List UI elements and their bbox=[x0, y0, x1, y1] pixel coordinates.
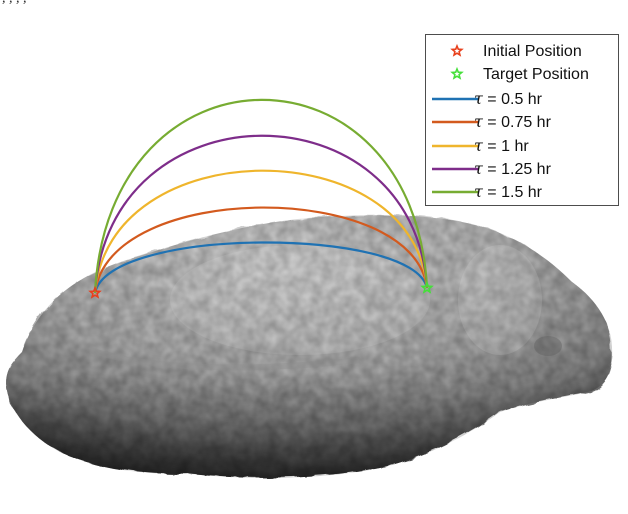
trajectory-arc-0_75 bbox=[93, 206, 429, 294]
right-lobe-highlight bbox=[458, 245, 542, 355]
legend-entry-1: Target Position bbox=[426, 64, 618, 86]
legend-line-icon bbox=[432, 120, 478, 124]
legend-line-icon bbox=[432, 97, 478, 101]
legend-label-text: = 1.5 hr bbox=[482, 184, 543, 202]
tau-symbol: τ bbox=[474, 88, 483, 108]
trajectory-arc-0_5 bbox=[93, 241, 429, 294]
crater bbox=[534, 336, 562, 356]
legend-label: τ = 1 hr bbox=[474, 135, 529, 156]
cropped-caption-fragment: , , , , bbox=[2, 0, 27, 7]
legend-line-icon bbox=[432, 144, 478, 147]
target-position-marker bbox=[420, 280, 434, 294]
tau-symbol: τ bbox=[474, 182, 483, 202]
legend-entry-0: Initial Position bbox=[426, 41, 618, 63]
legend-label-text: Target Position bbox=[483, 66, 589, 84]
legend-entry-5: τ = 1.25 hr bbox=[426, 158, 618, 180]
legend-label: τ = 0.75 hr bbox=[474, 113, 551, 132]
legend-label-text: Initial Position bbox=[483, 43, 582, 60]
legend-label: τ = 1.5 hr bbox=[474, 183, 542, 202]
asteroid-body bbox=[6, 215, 613, 478]
legend-label: Target Position bbox=[483, 66, 589, 84]
trajectory-arc-1_25 bbox=[93, 134, 429, 294]
legend-label-text: = 1.25 hr bbox=[482, 161, 551, 178]
legend-entry-4: τ = 1 hr bbox=[426, 135, 618, 157]
legend-label-text: = 0.5 hr bbox=[482, 90, 543, 108]
legend-entry-6: τ = 1.5 hr bbox=[426, 181, 618, 203]
legend-star-mark bbox=[450, 67, 464, 81]
legend-star-icon bbox=[450, 43, 464, 57]
trajectory-arcs bbox=[93, 98, 429, 294]
legend-label-text: = 0.75 hr bbox=[482, 114, 551, 132]
trajectory-arc-1 bbox=[93, 169, 429, 294]
legend-label: τ = 1.25 hr bbox=[474, 160, 551, 179]
legend-line-icon bbox=[432, 191, 478, 194]
ridge bbox=[89, 347, 361, 371]
legend-entry-3: τ = 0.75 hr bbox=[426, 111, 618, 133]
position-markers bbox=[88, 280, 434, 299]
legend-label: τ = 0.5 hr bbox=[474, 88, 543, 109]
tau-symbol: τ bbox=[474, 135, 483, 155]
tau-symbol: τ bbox=[474, 112, 483, 132]
legend-label: Initial Position bbox=[483, 43, 582, 61]
legend-label-text: = 1 hr bbox=[482, 137, 529, 155]
legend-star-icon bbox=[450, 67, 464, 81]
legend-entry-2: τ = 0.5 hr bbox=[426, 88, 618, 110]
tau-symbol: τ bbox=[474, 159, 483, 178]
trajectory-arc-1_5 bbox=[93, 98, 429, 294]
legend-star-mark bbox=[450, 43, 464, 57]
initial-position-marker bbox=[88, 285, 102, 299]
legend-line-icon bbox=[432, 167, 478, 171]
top-highlight bbox=[170, 245, 430, 355]
